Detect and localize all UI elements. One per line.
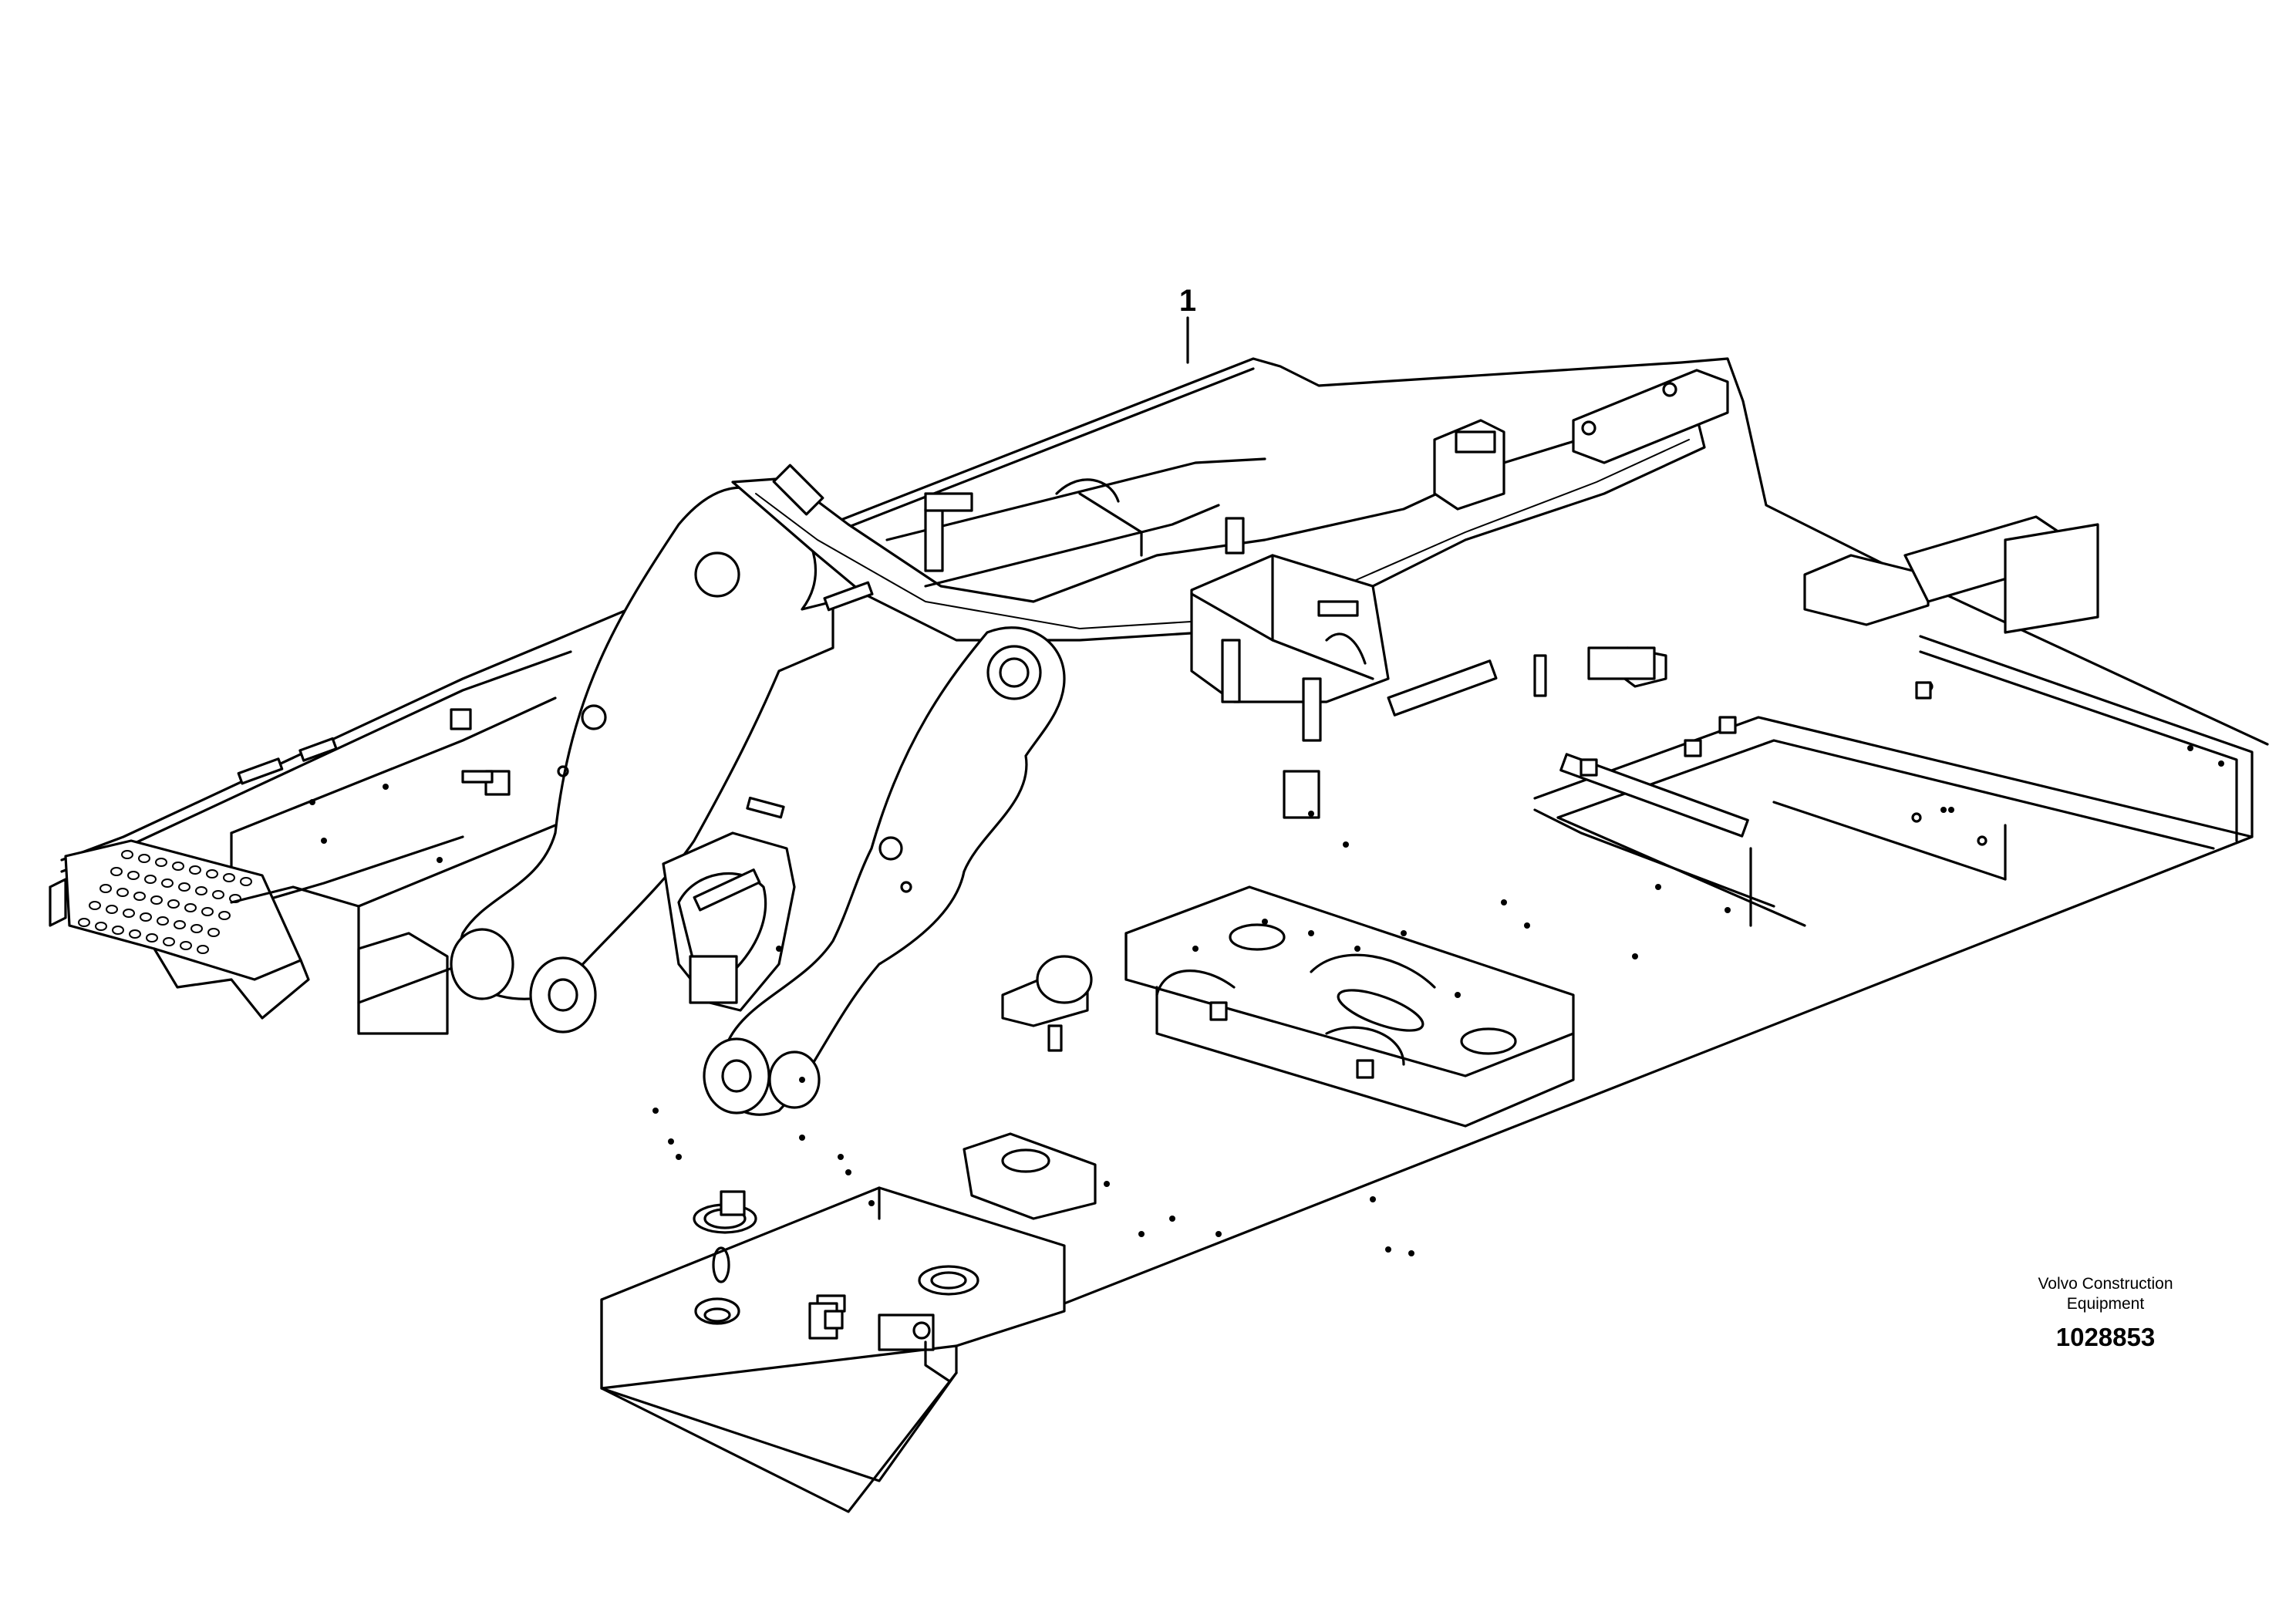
bolt-hole xyxy=(1308,811,1314,817)
tread-hole xyxy=(121,850,133,859)
tread-hole xyxy=(112,926,124,935)
center-cross-members xyxy=(885,369,2099,819)
brand-line-1: Volvo Construction xyxy=(2038,1275,2173,1293)
tread-hole xyxy=(212,890,224,899)
tread-hole xyxy=(218,911,231,920)
bolt-hole xyxy=(1385,1246,1391,1253)
right-boom-mount xyxy=(450,626,1066,1116)
center-bottom-beam xyxy=(1124,885,1575,1128)
tread-hole xyxy=(95,922,107,931)
bolt-hole xyxy=(652,1108,659,1114)
tread-hole xyxy=(161,878,174,888)
bolt-hole xyxy=(2187,745,2193,751)
tread-hole xyxy=(174,920,186,929)
tread-hole xyxy=(150,895,163,905)
tread-hole xyxy=(163,937,175,946)
tread-hole xyxy=(184,903,197,912)
tread-hole xyxy=(197,945,209,954)
tread-hole xyxy=(116,888,129,897)
bolt-hole xyxy=(1215,1231,1222,1237)
front-cross-box xyxy=(600,955,1097,1513)
tread-hole xyxy=(144,875,157,884)
bolt-hole xyxy=(1408,1250,1414,1256)
bolt-hole xyxy=(1308,930,1314,936)
bolt-hole xyxy=(1725,907,1731,913)
bolt-hole xyxy=(799,1135,805,1141)
bolt-hole xyxy=(1192,946,1199,952)
brand-line-2: Equipment xyxy=(2066,1295,2145,1313)
bolt-hole xyxy=(1401,930,1407,936)
tread-plate-holes xyxy=(78,850,252,954)
tread-hole xyxy=(146,933,158,943)
bolt-hole xyxy=(776,946,782,952)
bolt-hole xyxy=(1104,1181,1110,1187)
tread-hole xyxy=(206,869,218,878)
tread-hole xyxy=(133,892,146,901)
brand-caption: Volvo Construction Equipment 1028853 xyxy=(1974,1274,2237,1353)
tread-hole xyxy=(178,882,190,892)
bolt-hole xyxy=(1370,1196,1376,1202)
bolt-hole xyxy=(676,1154,682,1160)
tread-hole xyxy=(167,899,180,909)
tread-hole xyxy=(229,894,241,903)
front-end-panel xyxy=(712,1246,950,1382)
tread-hole xyxy=(155,858,167,867)
bolt-hole xyxy=(1940,807,1947,813)
bolt-hole xyxy=(1948,807,1954,813)
tread-hole xyxy=(223,873,235,882)
bolt-hole xyxy=(799,1077,805,1083)
bolt-hole xyxy=(1343,841,1349,848)
tread-hole xyxy=(172,862,184,871)
tread-hole xyxy=(190,924,203,933)
tread-hole xyxy=(138,854,150,863)
tread-hole xyxy=(106,905,118,914)
callout-number-1: 1 xyxy=(1178,284,1197,318)
left-boom-mount xyxy=(458,415,1706,1000)
tread-hole xyxy=(127,871,140,880)
tread-hole xyxy=(189,865,201,875)
bolt-hole xyxy=(1262,919,1268,925)
right-side-frame xyxy=(1533,681,2254,927)
bolt-hole xyxy=(868,1200,875,1206)
upper-frame-outline xyxy=(60,357,2269,1374)
tread-hole xyxy=(110,867,123,876)
bolt-hole xyxy=(1501,899,1507,905)
bolt-hole xyxy=(668,1138,674,1145)
bolt-hole xyxy=(838,1154,844,1160)
tread-hole xyxy=(129,929,141,939)
tread-hole xyxy=(240,877,252,886)
bolt-hole xyxy=(1632,953,1638,959)
bolt-hole xyxy=(1455,992,1461,998)
left-side-frame xyxy=(49,696,603,1035)
tread-hole xyxy=(123,909,135,918)
bolt-hole xyxy=(1354,946,1360,952)
tread-hole xyxy=(180,941,192,950)
bolt-hole xyxy=(2218,760,2224,767)
tread-hole xyxy=(99,884,112,893)
bolt-hole xyxy=(845,1169,851,1175)
bolt-hole xyxy=(1169,1216,1175,1222)
tread-hole xyxy=(78,918,90,927)
tread-hole xyxy=(201,907,214,916)
tread-hole xyxy=(140,912,152,922)
tread-hole xyxy=(207,928,220,937)
bolt-hole xyxy=(1655,884,1661,890)
tread-hole xyxy=(157,916,169,926)
drawing-id: 1028853 xyxy=(2055,1323,2156,1351)
bolt-holes xyxy=(652,745,2224,1256)
bolt-hole xyxy=(1138,1231,1145,1237)
tread-hole xyxy=(89,901,101,910)
tread-hole xyxy=(195,886,207,895)
bolt-hole xyxy=(1524,922,1530,929)
